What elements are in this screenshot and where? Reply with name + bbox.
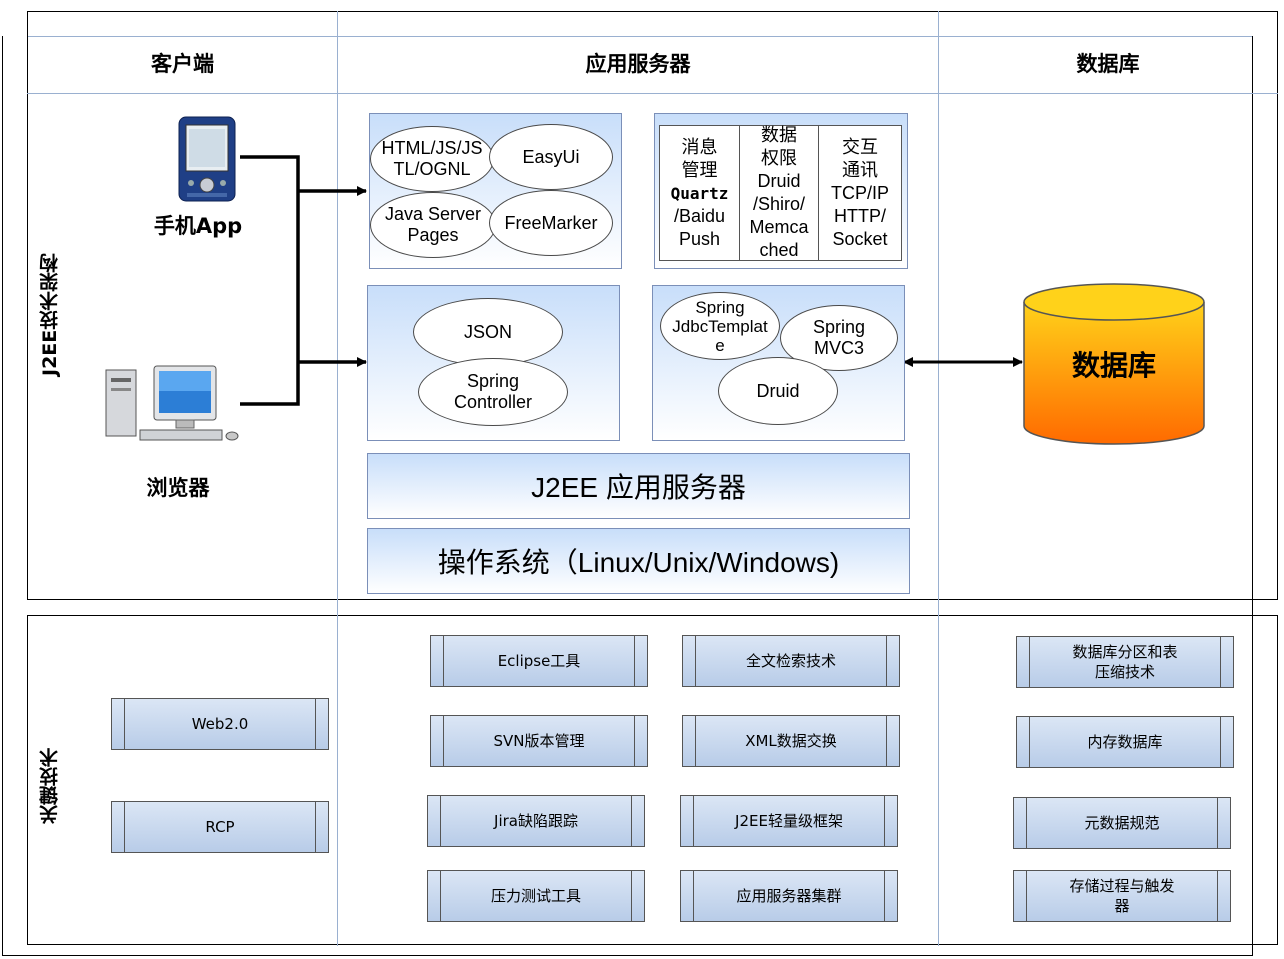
messaging-title: 消息 管理 <box>681 136 718 180</box>
col-divider-1 <box>337 11 338 946</box>
architecture-section <box>27 11 1278 600</box>
oval-spring-mvc3: Spring MVC3 <box>780 305 898 371</box>
tech-xml-exchange: XML数据交换 <box>682 715 900 767</box>
key-tech-section <box>27 615 1278 945</box>
bottom-frame <box>2 955 1253 956</box>
service-interaction: 交互 通讯 TCP/IP HTTP/ Socket <box>818 125 902 261</box>
service-messaging: 消息 管理 Quartz /Baidu Push <box>659 125 740 261</box>
interaction-title: 交互 通讯 <box>842 136 878 180</box>
tech-jira: Jira缺陷跟踪 <box>427 795 645 847</box>
service-permissions: 数据 权限 Druid /Shiro/ Memca ched <box>739 125 819 261</box>
oval-spring-controller: Spring Controller <box>418 358 568 426</box>
oval-easyui: EasyUi <box>489 124 613 190</box>
oval-jsp: Java Server Pages <box>370 192 496 258</box>
permissions-tech: Druid /Shiro/ Memca ched <box>749 171 809 260</box>
tech-web20: Web2.0 <box>111 698 329 750</box>
j2ee-app-server-bar: J2EE 应用服务器 <box>367 453 910 519</box>
tech-db-partition: 数据库分区和表 压缩技术 <box>1016 636 1234 688</box>
database-cylinder-icon <box>1023 283 1205 445</box>
tech-in-memory-db: 内存数据库 <box>1016 716 1234 768</box>
tech-server-cluster: 应用服务器集群 <box>680 870 898 922</box>
database-label: 数据库 <box>1071 349 1156 382</box>
tech-rcp: RCP <box>111 801 329 853</box>
right-outer-line <box>1252 36 1253 956</box>
phone-icon <box>178 116 236 202</box>
header-database: 数据库 <box>1076 52 1140 76</box>
desktop-computer-icon <box>105 365 239 441</box>
oval-html-js-jstl: HTML/JS/JS TL/OGNL <box>370 126 494 192</box>
tech-fulltext-search: 全文检索技术 <box>682 635 900 687</box>
oval-freemarker: FreeMarker <box>489 190 613 256</box>
mobile-app-label: 手机App <box>153 214 243 238</box>
tech-eclipse: Eclipse工具 <box>430 635 648 687</box>
header-divider <box>27 93 1278 94</box>
os-bar: 操作系统（Linux/Unix/Windows) <box>367 528 910 594</box>
oval-json: JSON <box>413 298 563 366</box>
oval-jdbc-template: Spring JdbcTemplat e <box>660 292 780 360</box>
messaging-tech: /Baidu Push <box>673 205 726 249</box>
interaction-tech: TCP/IP HTTP/ Socket <box>830 182 889 249</box>
inner-top-line <box>27 36 1252 37</box>
tech-j2ee-framework: J2EE轻量级框架 <box>680 795 898 847</box>
header-client: 客户端 <box>151 52 214 76</box>
oval-druid: Druid <box>718 357 838 425</box>
tech-svn: SVN版本管理 <box>430 715 648 767</box>
browser-label: 浏览器 <box>146 476 210 500</box>
tech-stored-procedures: 存储过程与触发 器 <box>1013 870 1231 922</box>
tech-metadata: 元数据规范 <box>1013 797 1231 849</box>
header-app-server: 应用服务器 <box>585 52 691 76</box>
messaging-tech-bold: Quartz <box>670 183 729 203</box>
outer-frame-left <box>2 36 3 956</box>
col-divider-2 <box>938 11 939 946</box>
tech-stress-test: 压力测试工具 <box>427 870 645 922</box>
permissions-title: 数据 权限 <box>761 125 797 168</box>
